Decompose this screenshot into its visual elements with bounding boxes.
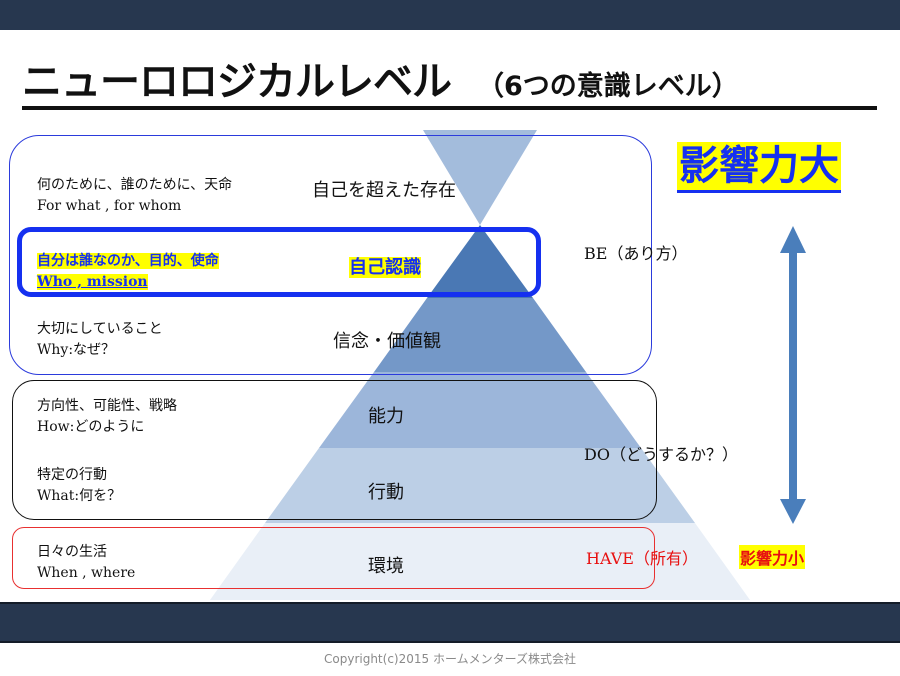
be-label: BE（あり方） — [584, 244, 688, 263]
level-desc-beliefs: 大切にしていること Why:なぜ？ — [37, 319, 163, 361]
level-name-capabilities: 能力 — [368, 406, 404, 427]
title-main: ニューロロジカルレベル — [22, 59, 452, 105]
level-desc-environment: 日々の生活 When , where — [37, 542, 135, 584]
pyramid-band-beliefs — [374, 298, 586, 372]
do-label: DO（どうするか？） — [584, 445, 738, 464]
title-sub: （6つの意識レベル） — [477, 71, 739, 102]
pyramid-band-environment — [210, 523, 750, 600]
pyramid-band-capabilities — [319, 372, 641, 448]
level-desc-behavior: 特定の行動 What:何を？ — [37, 465, 121, 507]
influence-high-label: 影響力大 — [677, 142, 841, 193]
pyramid-band-identity — [427, 225, 533, 298]
pyramid-band-transcendence — [423, 130, 537, 225]
influence-low-label: 影響力小 — [739, 545, 806, 569]
level-desc-ja: 特定の行動 — [37, 467, 107, 483]
level-name-transcendence: 自己を超えた存在 — [312, 180, 456, 201]
level-desc-ja: 自分は誰なのか、目的、使命 — [37, 253, 219, 269]
level-desc-ja: 大切にしていること — [37, 321, 163, 337]
level-desc-en: How:どのように — [37, 419, 145, 435]
level-desc-ja: 方向性、可能性、戦略 — [37, 398, 177, 414]
level-desc-en: Why:なぜ？ — [37, 342, 116, 358]
double-vertical-arrow-icon — [780, 226, 806, 524]
bottom-footer-bar — [0, 602, 900, 643]
level-desc-ja: 日々の生活 — [37, 544, 107, 560]
top-header-bar — [0, 0, 900, 30]
be-group-box — [9, 135, 652, 375]
level-name-behavior: 行動 — [368, 482, 404, 503]
level-desc-en: Who , mission — [37, 274, 148, 290]
do-group-box — [12, 380, 657, 520]
level-desc-ja: 何のために、誰のために、天命 — [37, 177, 233, 193]
level-desc-en: When , where — [37, 565, 136, 581]
level-desc-capabilities: 方向性、可能性、戦略 How:どのように — [37, 396, 177, 438]
level-name-identity: 自己認識 — [349, 253, 421, 279]
level-name-text: 自己認識 — [349, 257, 421, 278]
level-desc-en: For what , for whom — [37, 198, 182, 214]
have-label: HAVE（所有） — [586, 549, 698, 568]
level-desc-transcendence: 何のために、誰のために、天命 For what , for whom — [37, 175, 232, 217]
identity-highlight-box — [17, 227, 541, 297]
level-name-beliefs: 信念・価値観 — [333, 331, 441, 352]
pyramid-band-behavior — [265, 448, 695, 523]
level-desc-identity: 自分は誰なのか、目的、使命 Who , mission — [37, 251, 219, 293]
slide-title: ニューロロジカルレベル （6つの意識レベル） — [22, 58, 877, 110]
copyright-text: Copyright(c)2015 ホームメンターズ株式会社 — [324, 652, 576, 666]
level-desc-en: What:何を？ — [37, 488, 122, 504]
level-name-environment: 環境 — [368, 556, 404, 577]
have-group-box — [12, 527, 655, 589]
